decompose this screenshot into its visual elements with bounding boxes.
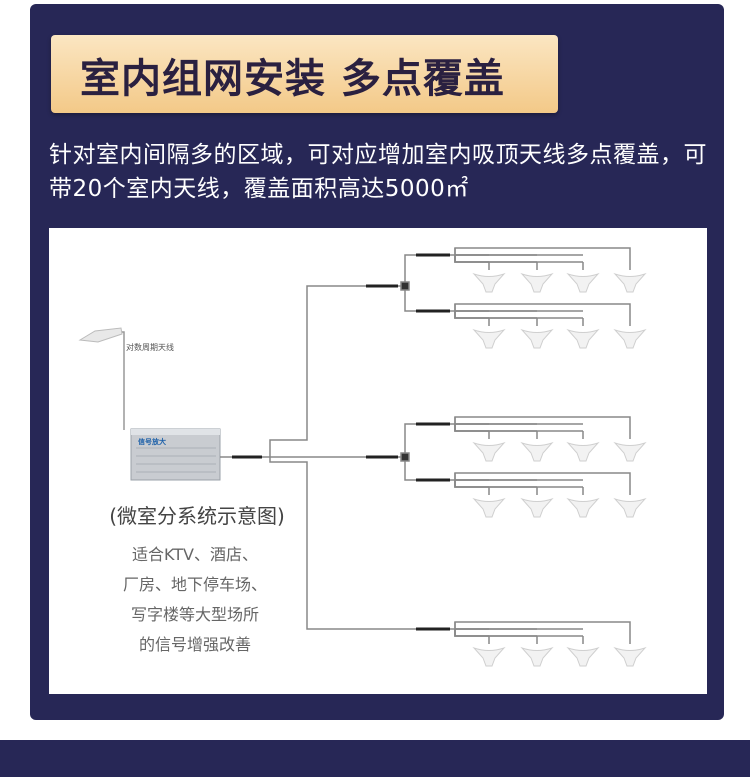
feed-cable [454, 629, 489, 637]
ceiling-antenna-icon [472, 272, 506, 293]
ceiling-antenna-icon [472, 441, 506, 462]
feed-cable [454, 311, 583, 319]
feed-cable [454, 629, 537, 637]
feed-cable [454, 311, 537, 319]
feed-cable [450, 303, 631, 326]
ceiling-antenna-icon [566, 272, 600, 293]
branch-cable [404, 423, 416, 457]
feed-cable [454, 311, 489, 319]
caption-line: 厂房、地下停车场、 [122, 575, 267, 594]
ceiling-antenna-icon [566, 328, 600, 349]
ceiling-antenna-icon [520, 328, 554, 349]
ceiling-antenna-icon [613, 441, 647, 462]
feed-cable [450, 472, 631, 495]
trunk-cables [220, 247, 631, 644]
indoor-antennas [472, 272, 647, 667]
outdoor-antenna-label: 对数周期天线 [126, 343, 174, 352]
feed-cable [450, 247, 631, 270]
description-text: 针对室内间隔多的区域，可对应增加室内吸顶天线多点覆盖，可带20个室内天线，覆盖面… [49, 142, 707, 202]
feed-cable [454, 255, 537, 263]
feed-cable [454, 424, 489, 432]
ceiling-antenna-icon [566, 441, 600, 462]
feed-cable [454, 424, 537, 432]
diagram-caption-title: (微室分系统示意图) [109, 504, 285, 528]
trunk-cable [269, 457, 420, 630]
repeater-unit-icon [130, 428, 221, 481]
feeder-cable [122, 331, 125, 430]
feed-cable [450, 416, 631, 439]
ceiling-antenna-icon [472, 646, 506, 667]
feed-cable [454, 424, 583, 432]
outdoor-antenna-icon [78, 327, 123, 343]
feed-cable [454, 480, 583, 488]
caption-line: 适合KTV、酒店、 [132, 545, 258, 564]
ceiling-antenna-icon [472, 328, 506, 349]
caption-line: 的信号增强改善 [138, 635, 251, 654]
repeater-unit-label: 信号放大 [138, 438, 166, 446]
ceiling-antenna-icon [520, 646, 554, 667]
feed-cable [450, 621, 631, 644]
bottom-strip [0, 740, 750, 777]
power-splitter-icon [400, 452, 410, 462]
ceiling-antenna-icon [520, 441, 554, 462]
branch-cable [404, 254, 416, 286]
feed-cable [454, 629, 583, 637]
title-badge [51, 35, 558, 113]
branch-cable [404, 286, 416, 312]
ceiling-antenna-icon [566, 497, 600, 518]
branch-cable [404, 457, 416, 481]
power-splitter-icon [400, 281, 410, 291]
feed-cable [454, 255, 489, 263]
caption-line: 写字楼等大型场所 [130, 605, 259, 624]
feed-cable [454, 480, 489, 488]
ceiling-antenna-icon [613, 272, 647, 293]
ceiling-antenna-icon [566, 646, 600, 667]
page-title: 室内组网安装 多点覆盖 [80, 56, 505, 102]
feed-cable [454, 480, 537, 488]
trunk-cable [269, 285, 405, 457]
ceiling-antenna-icon [613, 497, 647, 518]
ceiling-antenna-icon [613, 646, 647, 667]
ceiling-antenna-icon [472, 497, 506, 518]
feed-cable [454, 255, 583, 263]
ceiling-antenna-icon [520, 497, 554, 518]
ceiling-antenna-icon [520, 272, 554, 293]
ceiling-antenna-icon [613, 328, 647, 349]
